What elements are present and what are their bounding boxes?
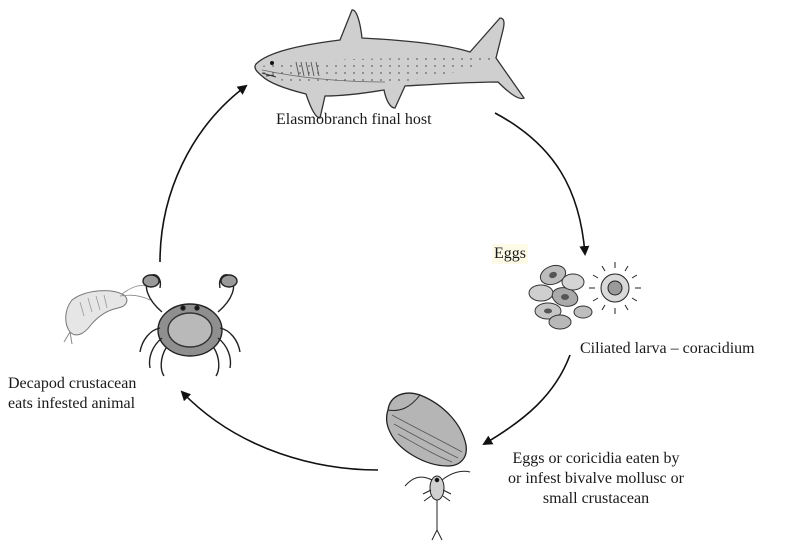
arrow-intermediate-to-decapod: [182, 392, 378, 470]
intermediate-label-line-3: small crustacean: [496, 489, 696, 509]
shrimp-icon: [64, 285, 150, 344]
host-label: Elasmobranch final host: [276, 110, 432, 130]
crab-icon: [140, 275, 240, 376]
eggs-label: Eggs: [492, 244, 528, 264]
arrow-larva-to-intermediate: [484, 355, 570, 444]
intermediate-label: Eggs or coricidia eaten by or infest biv…: [496, 449, 696, 509]
shark-icon: [255, 10, 524, 118]
decapod-label: Decapod crustacean eats infested animal: [8, 374, 136, 414]
larva-label: Ciliated larva – coracidium: [580, 339, 755, 359]
decapod-label-line-1: Decapod crustacean: [8, 374, 136, 394]
decapod-label-line-2: eats infested animal: [8, 394, 136, 414]
copepod-icon: [405, 471, 470, 540]
arrow-decapod-to-host: [160, 86, 246, 262]
clam-icon: [387, 393, 467, 466]
coracidium-icon: [589, 262, 641, 314]
arrow-host-to-eggs: [495, 113, 585, 254]
intermediate-label-line-2: or infest bivalve mollusc or: [496, 469, 696, 489]
intermediate-label-line-1: Eggs or coricidia eaten by: [496, 449, 696, 469]
eggs-icon: [529, 262, 592, 329]
